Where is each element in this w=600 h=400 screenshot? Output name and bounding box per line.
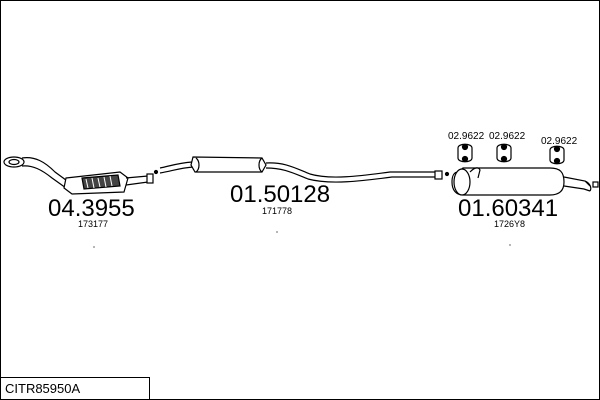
rubber-mount-3-drawing[interactable] bbox=[549, 145, 565, 165]
part-number-1: 04.3955 bbox=[48, 195, 135, 222]
diagram-code: CITR85950A bbox=[5, 381, 81, 396]
part-number-3: 01.60341 bbox=[458, 195, 558, 222]
dot-marker-3 bbox=[509, 244, 511, 246]
mount-label-2: 02.9622 bbox=[489, 131, 526, 142]
mount-label-3: 02.9622 bbox=[541, 136, 578, 147]
part-number-2: 01.50128 bbox=[230, 181, 330, 208]
diagram-code-box: CITR85950A bbox=[0, 377, 150, 400]
part-ref-1: 173177 bbox=[78, 219, 108, 229]
rubber-mount-2-drawing[interactable] bbox=[496, 143, 512, 163]
dot-marker-2 bbox=[276, 231, 278, 233]
part-ref-2: 171778 bbox=[262, 206, 292, 216]
rear-silencer-drawing[interactable] bbox=[451, 167, 599, 196]
dot-marker-1 bbox=[93, 246, 95, 248]
part-ref-3: 1726Y8 bbox=[494, 219, 525, 229]
front-pipe-catalyst-drawing[interactable] bbox=[3, 156, 159, 195]
mount-label-1: 02.9622 bbox=[448, 131, 485, 142]
rubber-mount-1-drawing[interactable] bbox=[457, 143, 473, 163]
center-silencer-pipe-drawing[interactable] bbox=[159, 156, 450, 183]
